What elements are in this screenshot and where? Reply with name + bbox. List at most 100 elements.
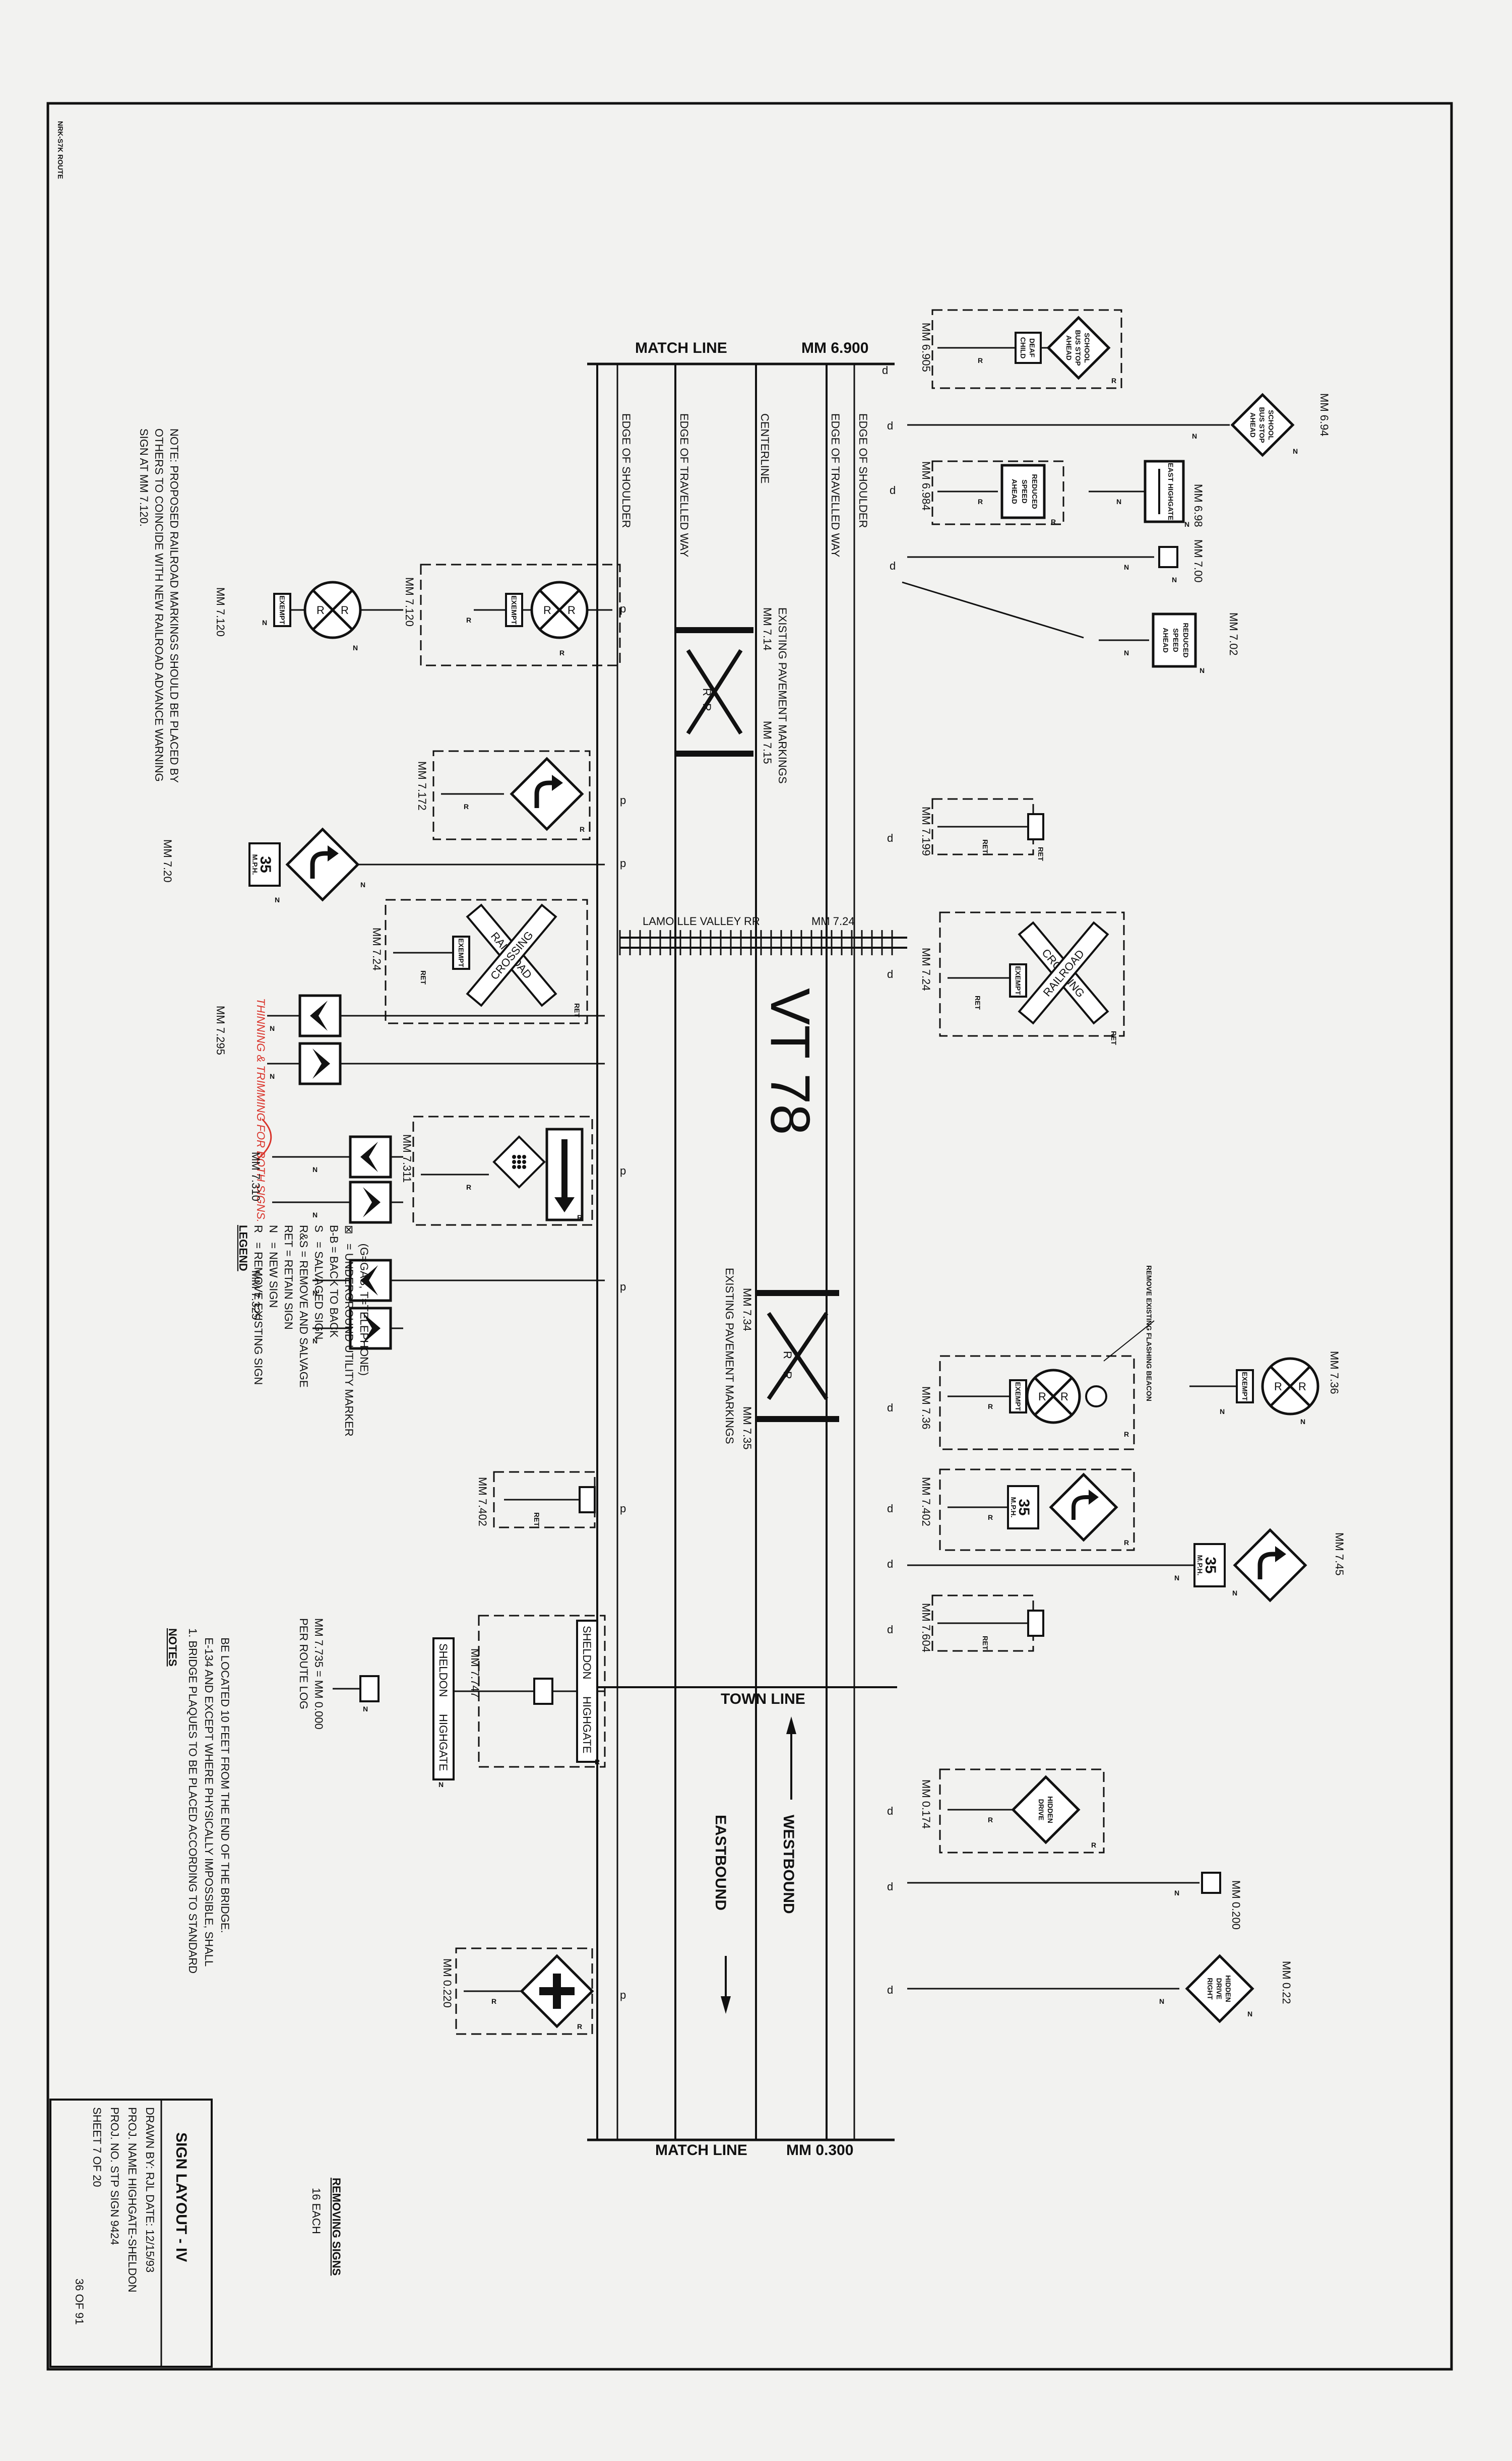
svg-text:35: 35 — [1202, 1557, 1219, 1573]
sign-mm-7295: N N MM 7.295 — [214, 994, 605, 1085]
svg-text:R: R — [466, 1183, 471, 1191]
mm-7735-label: MM 7.735 = MM 0.000 — [312, 1618, 325, 1730]
sign-mm-700: N N MM 7.00 — [907, 539, 1205, 584]
svg-text:N: N — [312, 1165, 318, 1174]
north-edge-markers: d d d d d d d d d d d d d — [882, 364, 896, 1996]
mm-736-new-label: MM 7.36 — [1328, 1351, 1341, 1394]
svg-text:p: p — [620, 794, 626, 807]
mm-698-label: MM 6.98 — [1192, 484, 1205, 527]
svg-text:R&S = REMOVE AND SALVAGE: R&S = REMOVE AND SALVAGE — [297, 1225, 310, 1388]
svg-text:N: N — [1232, 1589, 1237, 1597]
mm-702-label: MM 7.02 — [1227, 612, 1240, 656]
svg-text:M.P.H.: M.P.H. — [1196, 1555, 1204, 1576]
svg-text:HIDDEN: HIDDEN — [1224, 1975, 1232, 2002]
mm-0200-label: MM 0.200 — [1230, 1880, 1242, 1930]
svg-text:R: R — [1091, 1841, 1096, 1849]
mm-6905-label: MM 6.905 — [920, 323, 932, 372]
svg-text:SPEED: SPEED — [1172, 628, 1180, 652]
edge-travelled-label-south: EDGE OF TRAVELLED WAY — [678, 413, 690, 558]
svg-text:RET: RET — [1037, 847, 1045, 861]
title-block: SIGN LAYOUT - IV DRAWN BY: RJL DATE: 12/… — [49, 2099, 213, 2368]
svg-text:N = NEW SIGN: N = NEW SIGN — [267, 1225, 280, 1308]
sign-mm-720: 35 M.P.H. N N MM 7.20 — [161, 827, 605, 904]
handwritten-note: THINNING & TRIMMING FOR BOTH SIGNS. — [255, 998, 267, 1222]
westbound-label: WESTBOUND — [780, 1815, 797, 1914]
svg-text:(G=GAS, T=TELEPHONE): (G=GAS, T=TELEPHONE) — [358, 1225, 370, 1376]
svg-text:R: R — [466, 616, 471, 624]
svg-text:BE LOCATED 10 FEET FROM THE EN: BE LOCATED 10 FEET FROM THE END OF THE B… — [219, 1628, 231, 1933]
svg-text:SCHOOL: SCHOOL — [1267, 410, 1275, 440]
mm-7199-label: MM 7.199 — [920, 807, 932, 856]
svg-text:R: R — [580, 825, 585, 833]
svg-text:N: N — [1174, 1574, 1179, 1582]
sign-group-mm-7172: R R MM 7.172 — [416, 750, 591, 840]
mm-724-north-label: MM 7.24 — [920, 948, 932, 991]
mm-7747-label: MM 7.747 — [469, 1648, 481, 1698]
svg-text:N: N — [1159, 1997, 1164, 2005]
svg-text:N: N — [312, 1289, 318, 1297]
mm-6984-label: MM 6.984 — [920, 461, 932, 511]
sign-mm-022: HIDDEN DRIVE RIGHT N N MM 0.22 — [907, 1954, 1293, 2023]
mm-7172-label: MM 7.172 — [416, 761, 428, 811]
remove-beacon-note: REMOVE EXISTING FLASHING BEACON — [1145, 1265, 1153, 1401]
per-route-log: PER ROUTE LOG — [297, 1618, 310, 1709]
svg-text:AHEAD: AHEAD — [1249, 412, 1257, 438]
svg-text:RET: RET — [533, 1512, 541, 1526]
svg-text:RET: RET — [419, 970, 427, 985]
svg-text:PROJ. NAME HIGHGATE-SHELDON: PROJ. NAME HIGHGATE-SHELDON — [126, 2107, 139, 2293]
svg-text:N: N — [363, 1705, 368, 1713]
svg-text:N: N — [353, 644, 358, 652]
svg-text:EXEMPT: EXEMPT — [1014, 966, 1022, 995]
svg-text:N: N — [1293, 447, 1298, 455]
svg-text:R: R — [491, 1997, 496, 2005]
sign-mm-698: EAST HIGHGATE N N MM 6.98 — [1089, 460, 1205, 528]
svg-text:SCHOOL: SCHOOL — [1083, 333, 1091, 363]
legend-title: LEGEND — [237, 1225, 249, 1271]
deaf-child-sign: DEAF CHILD — [1015, 332, 1042, 364]
title-block-title: SIGN LAYOUT - IV — [173, 2132, 190, 2262]
svg-text:BUS STOP: BUS STOP — [1258, 407, 1266, 443]
svg-text:EXEMPT: EXEMPT — [1241, 1372, 1249, 1401]
svg-text:HIDDEN: HIDDEN — [1046, 1796, 1054, 1823]
edge-shoulder-label-south: EDGE OF SHOULDER — [620, 413, 633, 528]
railroad-track — [619, 930, 907, 955]
sign-mm-7735: N MM 7.735 = MM 0.000 PER ROUTE LOG — [297, 1618, 380, 1730]
svg-text:d: d — [887, 1805, 893, 1817]
corner-code: NRK-S7K ROUTE — [56, 121, 65, 179]
sheet-border — [46, 102, 1453, 2371]
sign-group-mm-7747: SHELDON HIGHGATE SHELDON HIGHGATE R N MM… — [432, 1615, 606, 1789]
svg-text:N: N — [360, 881, 365, 889]
svg-text:N: N — [312, 1211, 318, 1219]
svg-text:N: N — [1116, 498, 1121, 506]
svg-text:AHEAD: AHEAD — [1065, 335, 1073, 360]
svg-text:p: p — [620, 857, 626, 870]
sign-mm-0200: N MM 0.200 — [907, 1872, 1242, 1930]
svg-text:CHILD: CHILD — [1019, 337, 1027, 359]
mm-7120-box-label: MM 7.120 — [403, 577, 416, 627]
svg-text:N: N — [1300, 1418, 1305, 1426]
sign-group-mm-7311: R R MM 7.311 — [401, 1116, 593, 1226]
sign-group-mm-7402-north: 35 M.P.H. R R MM 7.402 — [920, 1468, 1135, 1551]
svg-text:DRIVE: DRIVE — [1215, 1978, 1223, 2000]
svg-text:d: d — [890, 560, 896, 572]
svg-text:R: R — [988, 1513, 993, 1521]
svg-text:N: N — [1220, 1407, 1225, 1416]
svg-text:R: R — [464, 803, 469, 811]
svg-text:R: R — [978, 356, 983, 364]
sign-group-mm-6905: SCHOOL BUS STOP AHEAD DEAF CHILD R R MM … — [920, 309, 1122, 389]
mm-7310-label: MM 7.310 — [249, 1152, 262, 1201]
svg-text:DEAF: DEAF — [1028, 338, 1036, 358]
mm-7402-north-label: MM 7.402 — [920, 1477, 932, 1526]
town-line-label: TOWN LINE — [721, 1691, 805, 1707]
mm-7402-south-label: MM 7.402 — [476, 1477, 489, 1526]
note-top: NOTE: PROPOSED RAILROAD MARKINGS SHOULD … — [138, 428, 180, 783]
svg-text:REDUCED: REDUCED — [1031, 474, 1039, 509]
svg-text:d: d — [887, 968, 893, 980]
sign-group-mm-0220: R R MM 0.220 — [441, 1947, 594, 2035]
sign-mm-745: 35 M.P.H. N N MM 7.45 — [907, 1528, 1346, 1603]
svg-text:R: R — [1111, 377, 1116, 385]
svg-text:N: N — [1184, 520, 1189, 528]
svg-text:N: N — [270, 1024, 275, 1032]
svg-text:R: R — [1060, 1390, 1068, 1403]
svg-text:d: d — [887, 1502, 893, 1515]
